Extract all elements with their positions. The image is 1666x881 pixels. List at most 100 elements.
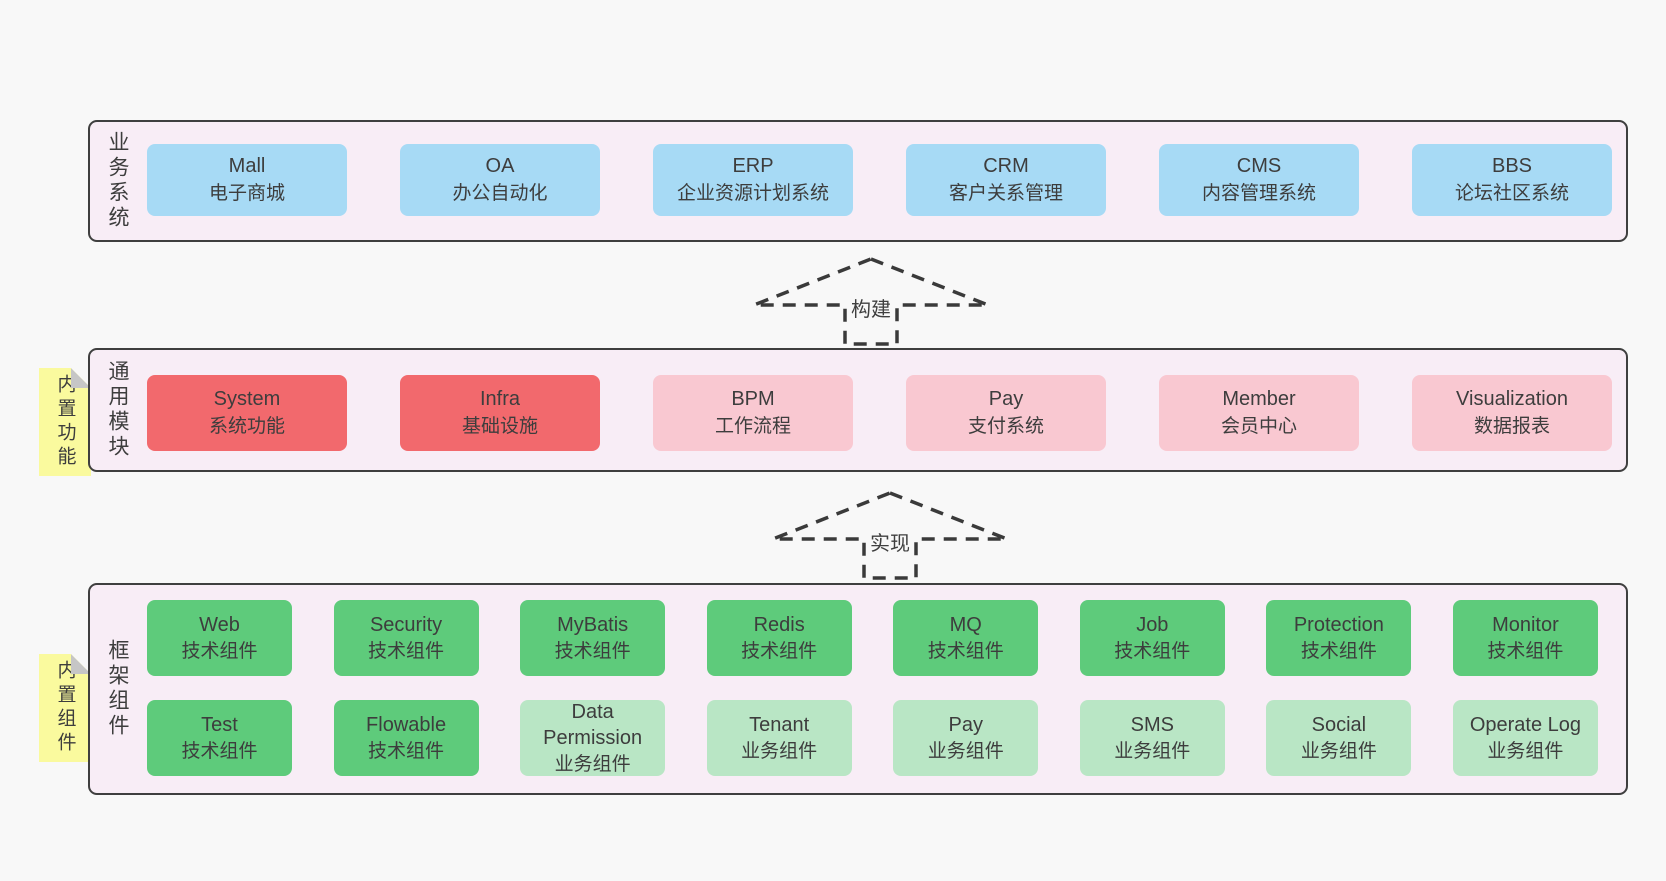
layer-business-systems: 业务系统 Mall 电子商城 OA 办公自动化 ERP 企业资源计划系统 CRM… [88, 120, 1628, 242]
arrow-label: 构建 [851, 298, 891, 321]
box-subtitle: 技术组件 [1300, 640, 1377, 662]
box-visualization: Visualization 数据报表 [1412, 375, 1612, 451]
sticky-note-builtin-components: 内置组件 [39, 654, 91, 762]
box-subtitle: 支付系统 [967, 415, 1044, 437]
layer-label: 业务系统 [106, 131, 129, 231]
box-sms: SMS 业务组件 [1079, 700, 1225, 776]
box-test: Test 技术组件 [147, 700, 292, 776]
box-subtitle: 技术组件 [741, 640, 818, 662]
box-subtitle: 业务组件 [1114, 740, 1191, 762]
box-title: Redis [753, 614, 805, 637]
box-subtitle: 企业资源计划系统 [676, 182, 829, 204]
box-tenant: Tenant 业务组件 [706, 700, 852, 776]
box-title: Tenant [749, 714, 810, 737]
layer-common-modules: 通用模块 System 系统功能 Infra 基础设施 BPM 工作流程 Pay… [88, 348, 1628, 472]
box-mall: Mall 电子商城 [147, 144, 347, 216]
box-title: Operate Log [1469, 714, 1582, 737]
box-title: BBS [1491, 155, 1533, 178]
box-mybatis: MyBatis 技术组件 [520, 600, 666, 676]
box-subtitle: 内容管理系统 [1201, 182, 1316, 204]
box-subtitle: 基础设施 [461, 415, 538, 437]
box-title: Protection [1293, 614, 1384, 637]
box-title: Member [1222, 388, 1296, 411]
box-title: Pay [988, 388, 1024, 411]
box-subtitle: 电子商城 [208, 182, 285, 204]
box-bbs: BBS 论坛社区系统 [1412, 144, 1612, 216]
implement-arrow: 实现 [771, 491, 1009, 580]
modules-box-row: System 系统功能 Infra 基础设施 BPM 工作流程 Pay 支付系统… [147, 375, 1612, 451]
box-subtitle: 技术组件 [181, 640, 258, 662]
box-title: Test [201, 714, 238, 737]
box-title: MQ [949, 614, 982, 637]
box-subtitle: 技术组件 [1487, 640, 1564, 662]
box-erp: ERP 企业资源计划系统 [653, 144, 853, 216]
box-title: MyBatis [557, 614, 629, 637]
box-protection: Protection 技术组件 [1266, 600, 1412, 676]
box-subtitle: 业务组件 [554, 753, 631, 775]
box-title: Pay [948, 714, 983, 737]
box-title: Data Permission [543, 701, 643, 750]
box-title: Monitor [1492, 614, 1559, 637]
box-title: SMS [1130, 714, 1174, 737]
build-arrow: 构建 [752, 257, 990, 346]
sticky-note-label: 内置功能 [54, 374, 76, 470]
box-subtitle: 技术组件 [368, 640, 445, 662]
box-pay: Pay 支付系统 [906, 375, 1106, 451]
box-monitor: Monitor 技术组件 [1452, 600, 1598, 676]
box-subtitle: 技术组件 [927, 640, 1004, 662]
arrow-shape [752, 257, 990, 346]
box-title: Security [369, 614, 443, 637]
box-title: ERP [732, 155, 774, 178]
box-subtitle: 数据报表 [1473, 415, 1550, 437]
box-title: System [213, 388, 281, 411]
box-operate-log: Operate Log 业务组件 [1452, 700, 1598, 776]
box-cms: CMS 内容管理系统 [1159, 144, 1359, 216]
box-mq: MQ 技术组件 [893, 600, 1039, 676]
box-title: CMS [1236, 155, 1282, 178]
layer-framework-components: 框架组件 Web 技术组件 Security 技术组件 MyBatis 技术组件… [88, 583, 1628, 795]
box-subtitle: 技术组件 [1114, 640, 1191, 662]
box-data-permission: Data Permission 业务组件 [520, 700, 666, 776]
sticky-note-builtin-features: 内置功能 [39, 368, 91, 476]
box-subtitle: 技术组件 [554, 640, 631, 662]
box-redis: Redis 技术组件 [706, 600, 852, 676]
box-security: Security 技术组件 [333, 600, 479, 676]
business-box-row: Mall 电子商城 OA 办公自动化 ERP 企业资源计划系统 CRM 客户关系… [147, 144, 1612, 216]
box-subtitle: 工作流程 [714, 415, 791, 437]
components-row-2: Test 技术组件 Flowable 技术组件 Data Permission … [147, 700, 1598, 776]
box-subtitle: 业务组件 [1300, 740, 1377, 762]
box-oa: OA 办公自动化 [400, 144, 600, 216]
box-infra: Infra 基础设施 [400, 375, 600, 451]
box-subtitle: 技术组件 [181, 740, 258, 762]
layer-label: 通用模块 [106, 360, 129, 460]
box-title: Visualization [1456, 388, 1568, 411]
arrow-shape [771, 491, 1009, 580]
arrow-label: 实现 [870, 532, 910, 555]
box-member: Member 会员中心 [1159, 375, 1359, 451]
sticky-note-label: 内置组件 [54, 660, 76, 756]
box-flowable: Flowable 技术组件 [333, 700, 479, 776]
box-crm: CRM 客户关系管理 [906, 144, 1106, 216]
box-subtitle: 业务组件 [927, 740, 1004, 762]
box-subtitle: 业务组件 [741, 740, 818, 762]
box-title: OA [485, 155, 515, 178]
box-title: Mall [228, 155, 266, 178]
box-subtitle: 客户关系管理 [948, 182, 1063, 204]
box-title: CRM [983, 155, 1029, 178]
box-pay-business: Pay 业务组件 [893, 700, 1039, 776]
box-system: System 系统功能 [147, 375, 347, 451]
box-subtitle: 论坛社区系统 [1454, 182, 1569, 204]
box-bpm: BPM 工作流程 [653, 375, 853, 451]
box-title: Infra [479, 388, 521, 411]
box-social: Social 业务组件 [1266, 700, 1412, 776]
components-row-1: Web 技术组件 Security 技术组件 MyBatis 技术组件 Redi… [147, 600, 1598, 676]
box-subtitle: 会员中心 [1220, 415, 1297, 437]
box-subtitle: 业务组件 [1487, 740, 1564, 762]
box-subtitle: 办公自动化 [452, 182, 548, 204]
box-title: Social [1311, 714, 1367, 737]
box-job: Job 技术组件 [1079, 600, 1225, 676]
box-subtitle: 技术组件 [368, 740, 445, 762]
box-title: Web [199, 614, 240, 637]
layer-label: 框架组件 [106, 639, 129, 739]
